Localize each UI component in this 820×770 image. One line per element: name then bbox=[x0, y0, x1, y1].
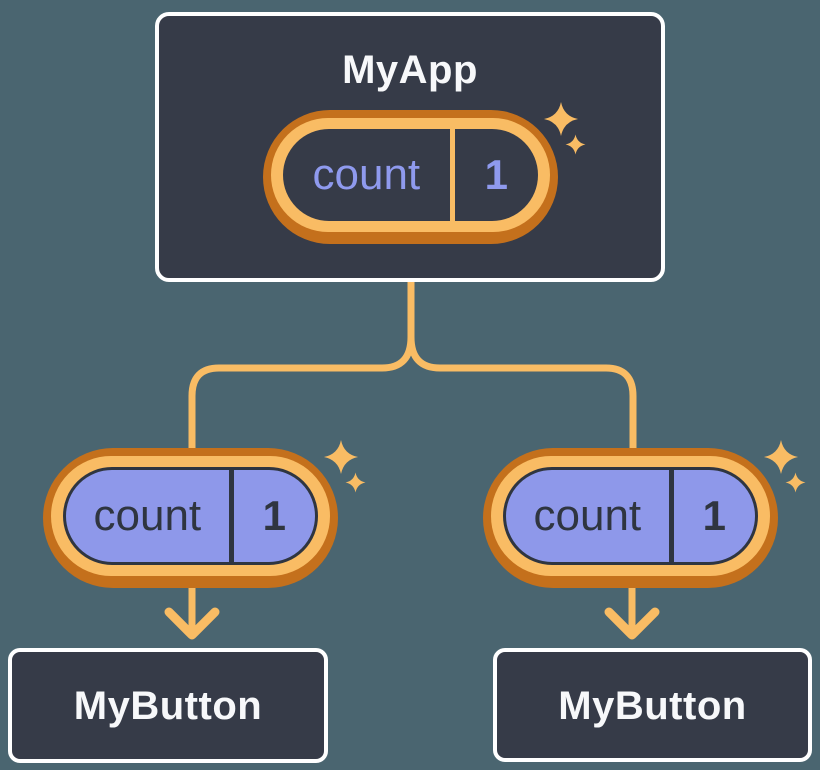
state-value-label: 1 bbox=[484, 151, 509, 198]
arrow-head-icon bbox=[604, 607, 660, 640]
state-name-label: count bbox=[93, 491, 202, 540]
sparkle-icon bbox=[345, 472, 366, 493]
sparkle-icon bbox=[763, 439, 799, 475]
pill-orange-ring: count 1 bbox=[51, 456, 330, 576]
state-value-label: 1 bbox=[262, 492, 287, 539]
sparkle-icon bbox=[785, 472, 806, 493]
sparkle-icon bbox=[323, 439, 359, 475]
pill-divider bbox=[668, 470, 674, 562]
pill-body: count 1 bbox=[503, 467, 758, 565]
arrow-head-icon bbox=[164, 607, 220, 640]
child-component-card: MyButton bbox=[493, 648, 812, 762]
branch-line-right bbox=[407, 275, 637, 459]
child-state-pill: count 1 bbox=[483, 439, 806, 588]
root-component-title: MyApp bbox=[342, 48, 478, 92]
state-value-label: 1 bbox=[702, 492, 727, 539]
child-state-pill: count 1 bbox=[43, 439, 366, 588]
pill-body: count 1 bbox=[63, 467, 318, 565]
sparkle-icon bbox=[543, 101, 579, 137]
state-name-label: count bbox=[533, 491, 642, 540]
pill-divider bbox=[228, 470, 234, 562]
child-component-card: MyButton bbox=[8, 648, 328, 763]
pill-body: count 1 bbox=[283, 129, 538, 221]
state-name-label: count bbox=[312, 150, 421, 199]
child-component-title: MyButton bbox=[558, 683, 747, 728]
child-component-title: MyButton bbox=[73, 684, 263, 728]
root-state-pill: count 1 bbox=[263, 101, 586, 244]
sparkle-icon bbox=[565, 134, 586, 155]
pill-divider bbox=[449, 129, 455, 221]
branch-line-left bbox=[188, 275, 415, 459]
pill-orange-ring: count 1 bbox=[491, 456, 770, 576]
pill-orange-ring: count 1 bbox=[271, 118, 550, 232]
